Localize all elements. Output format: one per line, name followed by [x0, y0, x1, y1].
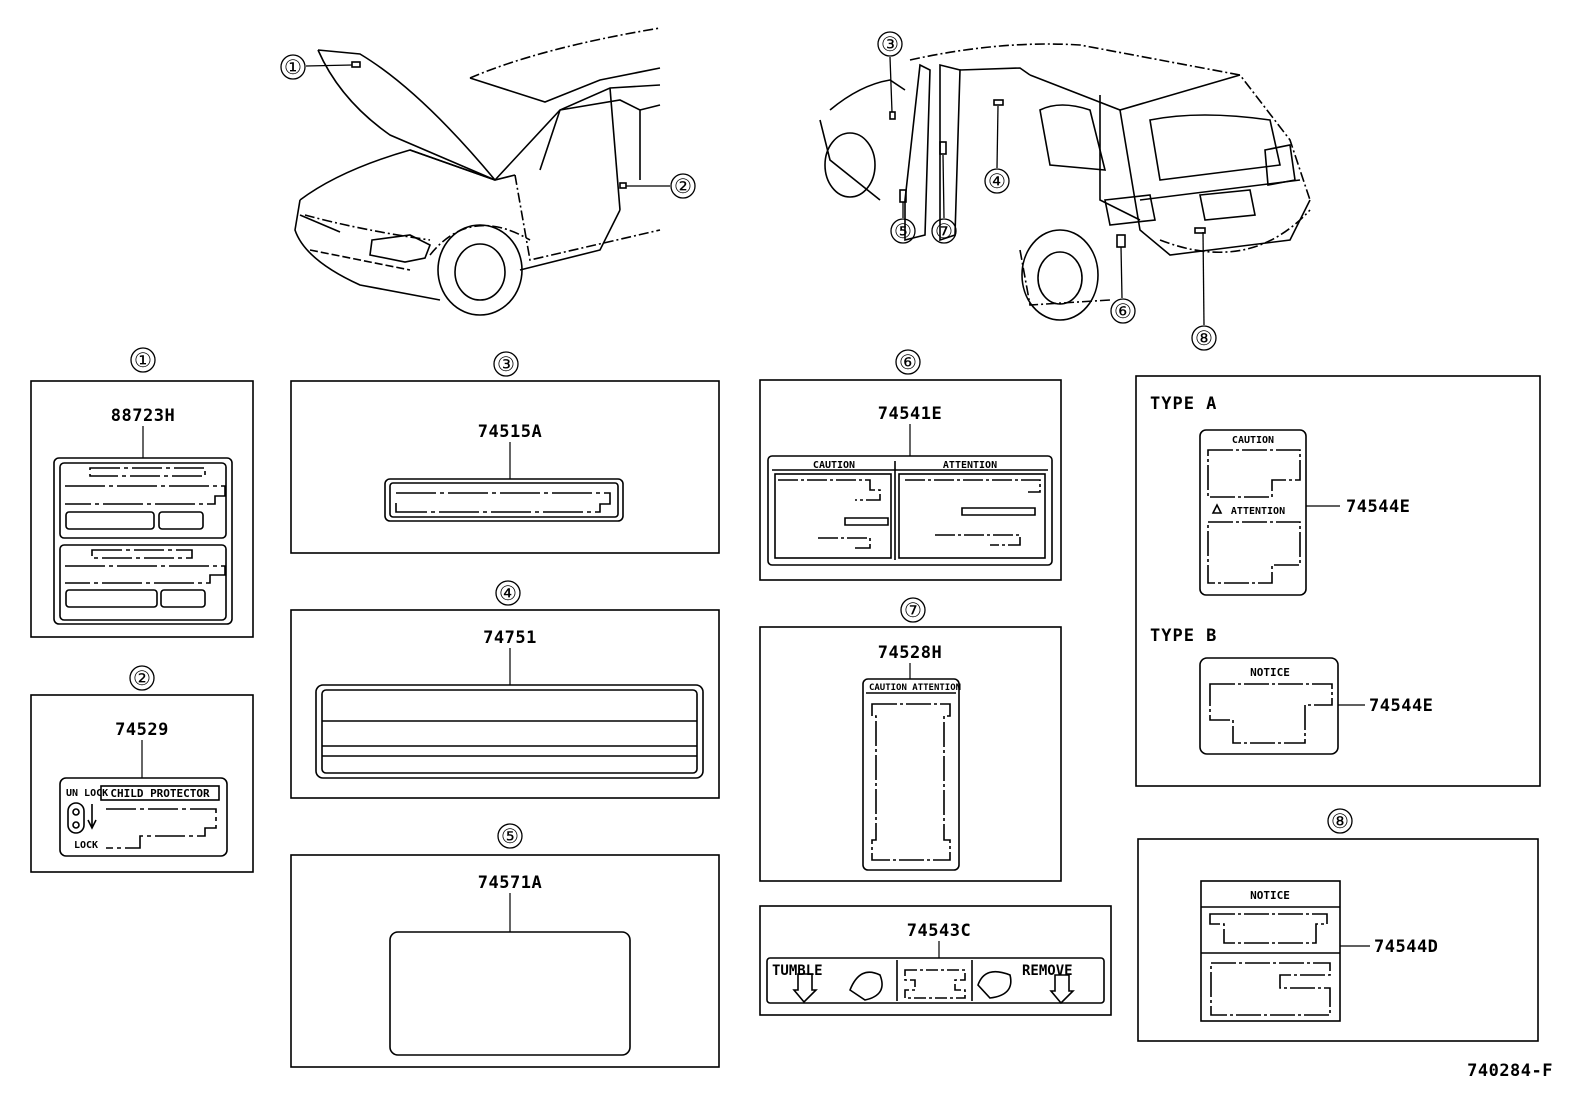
- part-74544E-b: 74544E: [1369, 696, 1433, 716]
- svg-text:NOTICE: NOTICE: [1250, 666, 1290, 679]
- callout-1: ①: [284, 55, 302, 79]
- callout-5: ⑤: [894, 219, 912, 243]
- svg-text:CHILD PROTECTOR: CHILD PROTECTOR: [110, 787, 210, 800]
- callout-leaders: [305, 56, 1205, 326]
- part-88723H: 88723H: [111, 406, 175, 426]
- callout-2: ②: [674, 174, 692, 198]
- svg-text:ATTENTION: ATTENTION: [1231, 506, 1285, 517]
- part-74529: 74529: [115, 720, 169, 740]
- svg-text:CAUTION: CAUTION: [1232, 435, 1274, 446]
- callout-6: ⑥: [1114, 299, 1132, 323]
- part-74544E-a: 74544E: [1346, 497, 1410, 517]
- panel-3: ③ 74515A: [290, 351, 720, 554]
- callout-3: ③: [881, 32, 899, 56]
- callouts: ① ② ③ ④ ⑤ ⑦ ⑥ ⑧: [280, 31, 1217, 351]
- svg-text:UN LOCK: UN LOCK: [66, 788, 108, 799]
- svg-text:③: ③: [497, 352, 515, 376]
- tumble-text: TUMBLE: [772, 963, 823, 979]
- diagram-id: 740284-F: [1467, 1061, 1553, 1081]
- svg-text:CAUTION ATTENTION: CAUTION ATTENTION: [869, 683, 961, 693]
- svg-text:NOTICE: NOTICE: [1250, 889, 1290, 902]
- panel-type-ab: TYPE A CAUTION ATTENTION 74544E TYPE B N…: [1135, 375, 1541, 787]
- svg-text:④: ④: [499, 581, 517, 605]
- panel-74543C: 74543C TUMBLE REMOVE: [759, 905, 1112, 1016]
- part-74751: 74751: [483, 628, 537, 648]
- panel-6: ⑥ 74541E CAUTION ATTENTION: [759, 349, 1062, 581]
- part-74543C: 74543C: [907, 921, 971, 941]
- callout-4: ④: [988, 169, 1006, 193]
- svg-text:⑥: ⑥: [899, 350, 917, 374]
- rear-vehicle-illustration: [819, 43, 1311, 321]
- panel-7: ⑦ 74528H CAUTION ATTENTION: [759, 597, 1062, 882]
- part-74515A: 74515A: [478, 422, 542, 442]
- remove-text: REMOVE: [1022, 963, 1073, 979]
- callout-8: ⑧: [1195, 326, 1213, 350]
- panel-8: ⑧ NOTICE 74544D: [1137, 808, 1539, 1042]
- svg-text:ATTENTION: ATTENTION: [943, 460, 997, 471]
- svg-text:⑧: ⑧: [1331, 809, 1349, 833]
- front-vehicle-illustration: [294, 27, 661, 316]
- panel-1: ① 88723H: [30, 347, 254, 638]
- panel-4: ④ 74751: [290, 580, 720, 799]
- type-a-label: TYPE A: [1150, 394, 1217, 414]
- part-74528H: 74528H: [878, 643, 942, 663]
- panel-5: ⑤ 74571A: [290, 823, 720, 1068]
- svg-text:②: ②: [133, 666, 151, 690]
- part-74571A: 74571A: [478, 873, 542, 893]
- callout-7: ⑦: [935, 219, 953, 243]
- panel-2: ② 74529 UN LOCK CHILD PROTECTOR LOCK: [30, 665, 254, 873]
- part-74544D: 74544D: [1374, 937, 1438, 957]
- type-b-label: TYPE B: [1150, 626, 1217, 646]
- svg-text:LOCK: LOCK: [74, 840, 98, 851]
- part-74541E: 74541E: [878, 404, 942, 424]
- svg-text:CAUTION: CAUTION: [813, 460, 855, 471]
- svg-text:⑦: ⑦: [904, 598, 922, 622]
- svg-text:①: ①: [134, 348, 152, 372]
- svg-text:⑤: ⑤: [501, 824, 519, 848]
